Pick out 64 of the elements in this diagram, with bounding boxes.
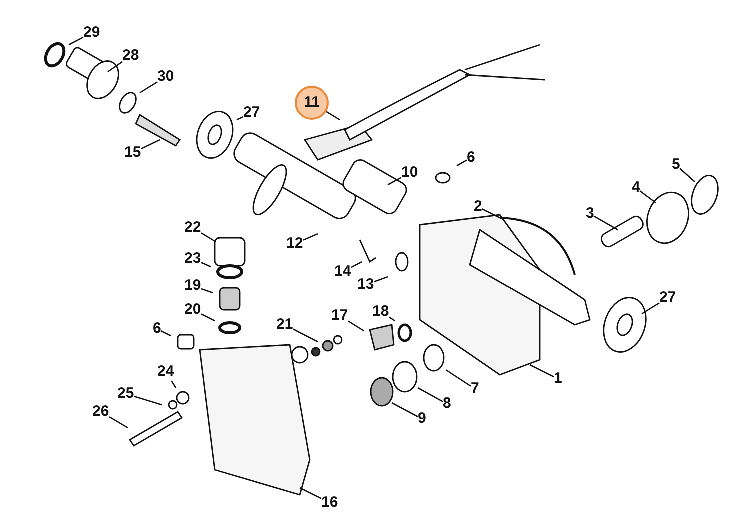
callout-number: 27 bbox=[660, 289, 676, 307]
callout-number: 4 bbox=[632, 179, 640, 197]
leader-line bbox=[642, 302, 660, 315]
leader-line bbox=[680, 168, 696, 182]
leader-line bbox=[482, 208, 500, 219]
callout-number: 29 bbox=[84, 24, 100, 42]
leader-line bbox=[530, 364, 554, 378]
leader-line bbox=[201, 232, 216, 243]
leader-line bbox=[134, 396, 162, 406]
callout-number: 14 bbox=[334, 263, 352, 281]
callout-number: 26 bbox=[92, 403, 110, 421]
leader-line bbox=[348, 320, 364, 332]
callout-number: 2 bbox=[474, 198, 482, 216]
callout-number: 20 bbox=[184, 301, 202, 319]
callout-number: 24 bbox=[158, 363, 174, 381]
leader-line bbox=[201, 262, 212, 268]
callout-number: 27 bbox=[244, 104, 260, 122]
leader-line bbox=[594, 216, 618, 231]
callout-number: 10 bbox=[402, 164, 418, 182]
leader-line bbox=[140, 82, 158, 94]
callout-number: 19 bbox=[184, 277, 202, 295]
leader-line bbox=[303, 233, 318, 241]
leader-line bbox=[171, 380, 177, 388]
callout-number: 11 bbox=[295, 86, 329, 120]
callout-number: 16 bbox=[322, 494, 338, 512]
callout-number: 5 bbox=[672, 156, 680, 174]
leader-line bbox=[108, 61, 123, 73]
leader-line bbox=[300, 487, 322, 500]
callout-number: 30 bbox=[158, 68, 174, 86]
leader-line bbox=[201, 288, 214, 294]
callout-number: 3 bbox=[586, 205, 594, 223]
callout-number: 28 bbox=[122, 47, 140, 65]
leader-line bbox=[418, 387, 444, 402]
leader-line bbox=[351, 261, 362, 268]
leader-line bbox=[640, 190, 656, 204]
callout-number: 7 bbox=[471, 380, 480, 398]
leader-line bbox=[201, 314, 216, 322]
callout-number: 6 bbox=[153, 320, 162, 338]
leader-line bbox=[456, 160, 468, 167]
callout-number: 9 bbox=[418, 410, 426, 428]
callout-number: 1 bbox=[554, 370, 562, 388]
callout-number: 22 bbox=[184, 219, 202, 237]
leader-line bbox=[374, 276, 388, 283]
leader-line bbox=[109, 416, 128, 429]
callout-number: 15 bbox=[124, 144, 142, 162]
leader-line bbox=[293, 328, 318, 343]
callout-number: 12 bbox=[286, 235, 304, 253]
callout-number: 18 bbox=[372, 303, 390, 321]
leader-line bbox=[446, 369, 472, 387]
leader-line bbox=[388, 177, 402, 186]
leader-line bbox=[68, 36, 84, 46]
leader-line bbox=[160, 330, 172, 337]
callout-number: 13 bbox=[358, 276, 374, 294]
leader-line bbox=[392, 402, 418, 418]
callout-number: 23 bbox=[184, 250, 202, 268]
callout-number: 17 bbox=[332, 307, 348, 325]
leader-line bbox=[389, 316, 396, 322]
leader-line bbox=[236, 116, 244, 121]
leader-line bbox=[326, 111, 340, 121]
callout-number: 8 bbox=[443, 395, 452, 413]
callout-number: 21 bbox=[276, 316, 294, 334]
leader-line bbox=[141, 139, 160, 150]
callout-number: 6 bbox=[467, 149, 476, 167]
callout-number: 25 bbox=[118, 385, 134, 403]
